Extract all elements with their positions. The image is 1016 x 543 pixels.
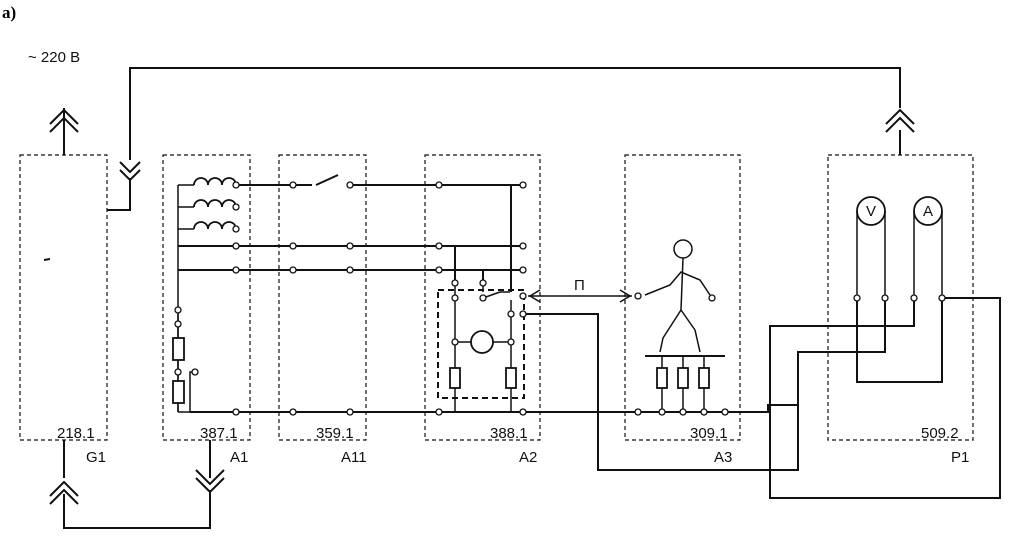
- block-a3-designation: A3: [714, 449, 732, 466]
- measurement-wires: [740, 297, 1001, 499]
- double-arrow-icon: [528, 289, 632, 303]
- coil-icon: [177, 177, 237, 412]
- block-a11-frame: [278, 154, 367, 441]
- figure-label: a): [2, 3, 16, 22]
- block-g1-frame: [19, 154, 108, 441]
- voltmeter: V: [856, 196, 886, 298]
- block-a11-designation: A11: [341, 449, 367, 466]
- switch-icon: [315, 174, 339, 186]
- block-a2-designation: A2: [519, 449, 537, 466]
- supply-line-g1-p1: [107, 67, 915, 211]
- motor-icon: [449, 300, 517, 412]
- block-a1-code: 387.1: [200, 425, 238, 442]
- ammeter-label: A: [923, 203, 933, 220]
- g1-mark: [43, 258, 51, 261]
- bottom-link-g1-a1: [49, 440, 225, 529]
- block-a1-designation: A1: [230, 449, 248, 466]
- block-a3-code: 309.1: [690, 425, 728, 442]
- mains-plug-icon: [49, 108, 79, 155]
- voltmeter-label: V: [866, 203, 876, 220]
- block-a3-frame: [624, 154, 741, 441]
- a2-inner-box: [437, 289, 525, 399]
- supply-label: ~ 220 В: [28, 49, 80, 66]
- ammeter: A: [913, 196, 943, 298]
- wire-a2-p1: [523, 298, 886, 471]
- block-a1-frame: [162, 154, 251, 441]
- person-icon: [644, 239, 725, 412]
- link-label: П: [574, 277, 585, 294]
- block-g1-code: 218.1: [57, 425, 95, 442]
- block-a2-frame: [424, 154, 541, 441]
- block-a11-code: 359.1: [316, 425, 354, 442]
- block-p1-designation: P1: [951, 449, 969, 466]
- terminals: [174, 181, 946, 416]
- block-g1-designation: G1: [86, 449, 106, 466]
- block-a2-code: 388.1: [490, 425, 528, 442]
- block-p1-code: 509.2: [921, 425, 959, 442]
